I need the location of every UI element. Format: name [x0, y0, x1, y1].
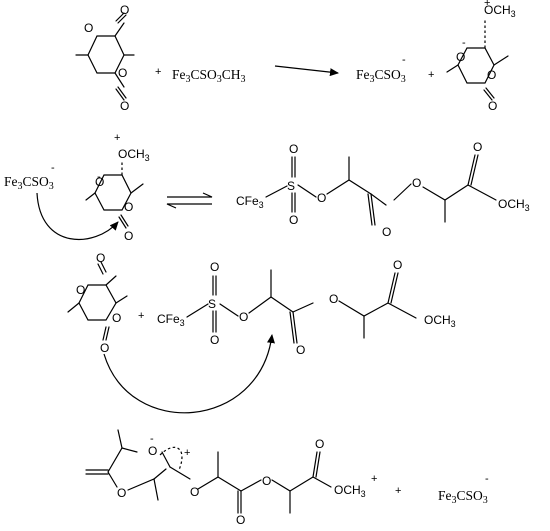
sulfur-label: S — [287, 179, 295, 193]
cfe3-label: CFe3 — [157, 312, 185, 328]
reaction-arrow — [274, 65, 339, 77]
carbonyl-oxygen-label: O — [120, 99, 129, 113]
minus-charge: - — [462, 37, 466, 49]
plus-sign: + — [138, 310, 144, 322]
ring-opened-product-2: CFe3 S O O O O O O OCH3 — [157, 258, 456, 357]
ring-oxygen-label: O — [456, 50, 465, 64]
equilibrium-arrows — [166, 192, 213, 209]
methyl-ester-label: OCH3 — [498, 197, 530, 213]
ester-oxygen-label: O — [317, 191, 326, 205]
carbonyl-oxygen-label: O — [473, 140, 482, 154]
carbonyl-oxygen-label: O — [296, 343, 305, 357]
carbonyl-oxygen-label: O — [382, 225, 391, 239]
plus-sign: + — [395, 485, 401, 497]
triflate-anion-label: Fe3CSO3 — [4, 174, 54, 192]
carbonyl-oxygen-label: O — [124, 229, 133, 243]
ester-oxygen-label: O — [262, 474, 271, 488]
minus-charge: - — [150, 433, 154, 445]
plus-sign: + — [428, 69, 434, 81]
ring-oxygen-label: O — [124, 200, 133, 214]
ring-oxygen-label: O — [148, 444, 157, 458]
carbonyl-oxygen-label: O — [100, 341, 109, 355]
minus-charge: - — [51, 162, 55, 174]
minus-charge: - — [485, 473, 489, 485]
triflate-anion-label: Fe3CSO3 — [438, 488, 488, 506]
carbonyl-oxygen-label: O — [315, 437, 324, 451]
lactide-molecule-3: O O O O — [67, 251, 128, 355]
ring-opening-attack-arrow — [103, 334, 275, 414]
nucleophilic-attack-arrow — [36, 192, 119, 240]
ring-opened-product-1: CFe3 S O O O O O O OCH3 — [236, 140, 530, 239]
methyl-ester-label: OCH3 — [424, 313, 456, 329]
ring-oxygen-label: O — [84, 21, 93, 35]
ring-oxygen-label: O — [487, 68, 496, 82]
sulfur-label: S — [208, 297, 216, 311]
ester-oxygen-label: O — [239, 310, 248, 324]
carbonyl-oxygen-label: O — [236, 513, 245, 527]
ring-oxygen-label: O — [118, 66, 127, 80]
methyl-triflate-label: Fe3CSO3CH3 — [172, 67, 246, 85]
carbonyl-oxygen-label: O — [488, 99, 497, 113]
plus-charge: + — [184, 447, 190, 459]
oxonium-oxygen-label: OCH3 — [484, 3, 516, 19]
plus-charge: + — [484, 0, 490, 9]
sulfonyl-oxygen-label: O — [210, 260, 219, 274]
minus-charge: - — [97, 171, 101, 183]
triflate-anion-label: Fe3CSO3 — [356, 67, 406, 85]
plus-charge: + — [114, 132, 120, 144]
ring-oxygen-label: O — [95, 175, 104, 189]
carbonyl-oxygen-label: O — [96, 251, 105, 265]
activated-lactide-cation-2: OCH3 + - O O O — [85, 132, 150, 243]
propagating-species: O O - + O O O O OCH3 + — [85, 429, 377, 527]
ring-oxygen-label: O — [112, 311, 121, 325]
activated-lactide-cation: OCH3 + - O O O — [446, 0, 516, 113]
sulfonyl-oxygen-label: O — [289, 213, 298, 227]
ester-oxygen-label: O — [412, 176, 421, 190]
ester-oxygen-label: O — [190, 485, 199, 499]
plus-charge: + — [371, 473, 377, 485]
carbonyl-oxygen-label: O — [393, 258, 402, 272]
oxonium-oxygen-label: OCH3 — [118, 147, 150, 163]
minus-charge: - — [402, 54, 406, 66]
carbonyl-oxygen-label: O — [120, 3, 129, 17]
ring-oxygen-label: O — [76, 283, 85, 297]
plus-sign: + — [155, 66, 161, 78]
methyl-ester-label: OCH3 — [334, 483, 366, 499]
sulfonyl-oxygen-label: O — [289, 142, 298, 156]
ring-oxygen-label: O — [117, 486, 126, 500]
ester-oxygen-label: O — [329, 292, 338, 306]
cfe3-label: CFe3 — [236, 194, 264, 210]
sulfonyl-oxygen-label: O — [210, 333, 219, 347]
lactide-molecule-1: O O O O — [75, 3, 135, 113]
